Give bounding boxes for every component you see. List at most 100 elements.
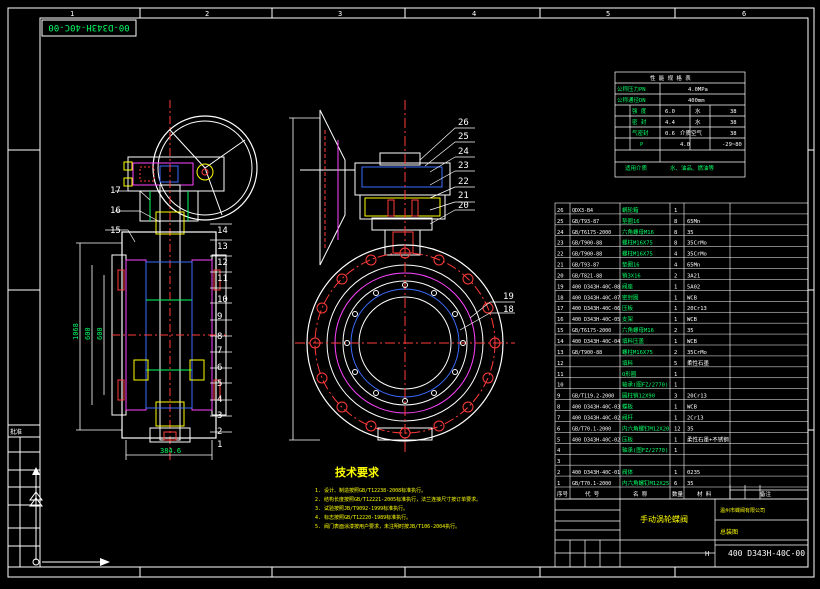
- flange-bolt-holes: [309, 247, 501, 439]
- tech-requirements: 技术要求 1. 设计、制造按照GB/T12238-2008标准执行。 2. 结构…: [315, 465, 481, 530]
- parts-list-cell: 压板: [622, 304, 634, 312]
- perf-cell: 38: [730, 109, 737, 115]
- parts-list-cell: 1: [674, 208, 677, 214]
- perf-cell: P: [640, 142, 644, 148]
- parts-list-cell: GB/T900-88: [572, 241, 602, 247]
- parts-list-cell: 六角螺母M16: [622, 326, 654, 334]
- parts-list-cell: 内六角螺钉M12X20: [622, 424, 669, 432]
- parts-list-cell: 阀座: [622, 282, 634, 290]
- tech-requirement-item: 2. 结构长度按照GB/T12221-2005标准执行，法兰连接尺寸按订单要求。: [315, 496, 481, 503]
- parts-list-header: 序号 代 号 名 称 数量 材 料 备注: [557, 490, 772, 498]
- parts-list-cell: 21: [557, 263, 564, 269]
- parts-list-cell: 2Cr13: [687, 415, 704, 421]
- parts-list-cell: 17: [557, 306, 564, 312]
- parts-list-cell: 400 D343H-40C-07: [572, 295, 620, 301]
- parts-list-cell: 9: [557, 394, 560, 400]
- parts-list-cell: 65Mn: [687, 263, 700, 269]
- parts-list-cell: 4: [674, 263, 678, 269]
- perf-cell: 4.0: [680, 142, 690, 148]
- zone-label: 2: [205, 10, 209, 18]
- parts-list-cell: 垫圈16: [622, 217, 640, 225]
- part-balloon: 16: [110, 206, 121, 216]
- part-balloon: 4: [217, 395, 222, 405]
- parts-list-cell: 65Mn: [687, 219, 700, 225]
- perf-cell: 0.6: [665, 131, 675, 137]
- parts-list-cell: 400 D343H-40C-08: [572, 284, 620, 290]
- parts-list-row-lines: [555, 213, 808, 488]
- parts-list-cell: WCB: [687, 339, 698, 345]
- parts-list-cell: GB/T900-88: [572, 252, 602, 258]
- left-dimensions: [76, 242, 213, 460]
- perf-cell: 介质空气: [680, 129, 703, 137]
- parts-list-cell: 0235: [687, 470, 700, 476]
- parts-list-cell: GB/T119.2-2000: [572, 394, 614, 400]
- tech-requirements-title: 技术要求: [335, 465, 380, 479]
- parts-list-cell: 1: [674, 383, 677, 389]
- parts-list-cell: 1: [674, 284, 677, 290]
- perf-cell: 38: [730, 120, 737, 126]
- parts-header-cell: 材 料: [697, 490, 712, 498]
- dim-height-1: 1068: [72, 323, 80, 340]
- part-balloon: 18: [503, 305, 514, 315]
- parts-list-cell: GB/T6175-2000: [572, 328, 611, 334]
- parts-list-cell: 35CrMo: [687, 252, 707, 258]
- front-balloon-labels: 26 25 24 23 22 21 20 19 18: [458, 118, 514, 315]
- parts-list-cell: WCB: [687, 295, 698, 301]
- parts-list-cell: 1: [674, 295, 677, 301]
- parts-list-cell: 5: [674, 361, 677, 367]
- part-balloon: 21: [458, 191, 469, 201]
- dim-width: 384.6: [160, 447, 181, 455]
- parts-list-cell: 1: [674, 306, 677, 312]
- dim-height-2: 600: [84, 327, 92, 340]
- parts-list-grid: [554, 202, 809, 500]
- drawing-number-stamp: 00-D343H-40C-00: [41, 19, 137, 37]
- tech-requirement-item: 5. 阀门表面涂漆按用户要求，未注明时按JB/T106-2004执行。: [315, 523, 460, 530]
- parts-list-cell: 1: [674, 372, 677, 378]
- parts-list-cell: 2: [674, 350, 677, 356]
- zone-label: 1: [70, 10, 74, 18]
- part-balloon: 6: [217, 363, 222, 373]
- perf-cell: 水: [695, 107, 701, 115]
- parts-list-cell: 25: [557, 219, 564, 225]
- parts-list-cell: 3: [557, 459, 560, 465]
- parts-list-cell: 20Cr13: [687, 306, 707, 312]
- parts-list-cell: GB/T93-87: [572, 263, 599, 269]
- arrow-up-icon: [32, 467, 40, 475]
- parts-list-cell: 4: [674, 252, 678, 258]
- left-balloon-labels: 17 16 15 14 13 12 11 10 9 8 7 6 5 4 3 2 …: [110, 186, 228, 450]
- part-balloon: 8: [217, 332, 222, 342]
- parts-list-cell: 8: [557, 405, 560, 411]
- perf-cell: -29~80: [722, 142, 742, 148]
- zone-marks: [8, 8, 814, 577]
- part-balloon: 19: [503, 292, 514, 302]
- parts-list-cell: 400 D343H-40C-02: [572, 437, 620, 443]
- parts-list-cell: 轴承(图FZ/2770): [622, 446, 668, 454]
- part-balloon: 9: [217, 312, 222, 322]
- parts-list-cell: QDX3-B4: [572, 208, 593, 214]
- perf-cell: 公称通径DN: [617, 96, 646, 104]
- parts-list-cell: 2: [674, 328, 677, 334]
- parts-list-cell: 15: [557, 328, 564, 334]
- parts-list-cell: 26: [557, 208, 564, 214]
- drawing-number-stamp-text: 00-D343H-40C-00: [48, 22, 129, 32]
- perf-cell: 气密封: [632, 129, 649, 137]
- parts-list-cell: 垫圈16: [622, 261, 640, 269]
- part-balloon: 3: [217, 411, 222, 421]
- parts-list-cell: 35: [687, 230, 694, 236]
- part-balloon: 2: [217, 427, 222, 437]
- parts-list-cell: 密封圈: [622, 293, 639, 301]
- parts-list-cell: WCB: [687, 317, 698, 323]
- front-view: [295, 100, 515, 455]
- parts-list-cell: 400 D343H-40C-02: [572, 415, 620, 421]
- perf-cell: 4.0MPa: [688, 87, 708, 93]
- title-block-material: H: [705, 550, 709, 558]
- part-balloon: 7: [217, 346, 222, 356]
- parts-header-cell: 名 称: [633, 490, 648, 498]
- part-balloon: 20: [458, 201, 469, 211]
- title-block-name: 手动涡轮蝶阀: [640, 514, 688, 524]
- handwheel: [152, 115, 258, 221]
- performance-table-title: 性 能 规 格 表: [650, 74, 691, 82]
- parts-list-cell: 6: [674, 481, 677, 487]
